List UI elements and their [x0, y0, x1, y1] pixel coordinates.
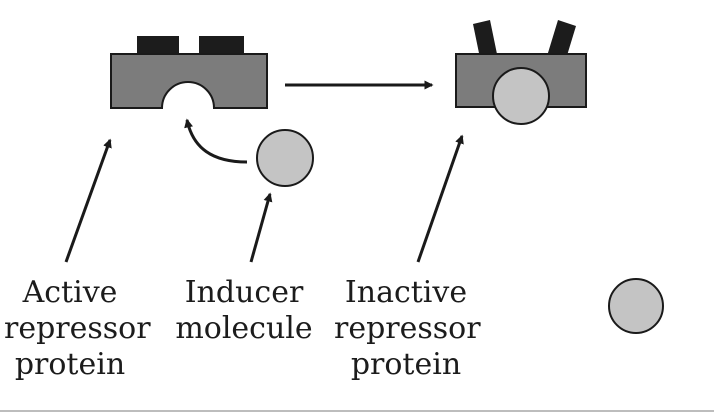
inducer-molecule-circle: [256, 129, 314, 187]
inducer-label-line-2: molecule: [175, 311, 313, 346]
inactive-repressor-left-block: [473, 20, 497, 58]
active-repressor-label: Active repressor protein: [4, 275, 151, 383]
active-repressor-label-line-2: repressor: [4, 311, 151, 346]
inducer-pointer-arrow: [249, 192, 273, 263]
inactive-repressor-label-line-1: Inactive: [344, 275, 468, 310]
inducer-label: Inducer molecule: [172, 275, 316, 347]
inactive-repressor-protein: [455, 20, 587, 125]
inactive-repressor-pointer-arrow: [416, 134, 464, 263]
active-repressor-pointer-arrow: [64, 138, 112, 263]
active-repressor-label-line-3: protein: [14, 347, 126, 382]
binding-arrow: [184, 118, 248, 164]
bottom-divider: [0, 410, 714, 412]
active-repressor-left-block: [137, 36, 179, 58]
inactive-repressor-label-line-3: protein: [350, 347, 462, 382]
active-repressor-protein: [110, 36, 268, 109]
active-repressor-body: [110, 53, 268, 109]
active-repressor-label-line-1: Active: [22, 275, 118, 310]
inactive-repressor-label-line-2: repressor: [334, 311, 481, 346]
inducer-label-line-1: Inducer: [184, 275, 304, 310]
legend-inducer-circle: [608, 278, 664, 334]
bound-inducer-circle: [492, 67, 550, 125]
inactive-repressor-label: Inactive repressor protein: [334, 275, 481, 383]
